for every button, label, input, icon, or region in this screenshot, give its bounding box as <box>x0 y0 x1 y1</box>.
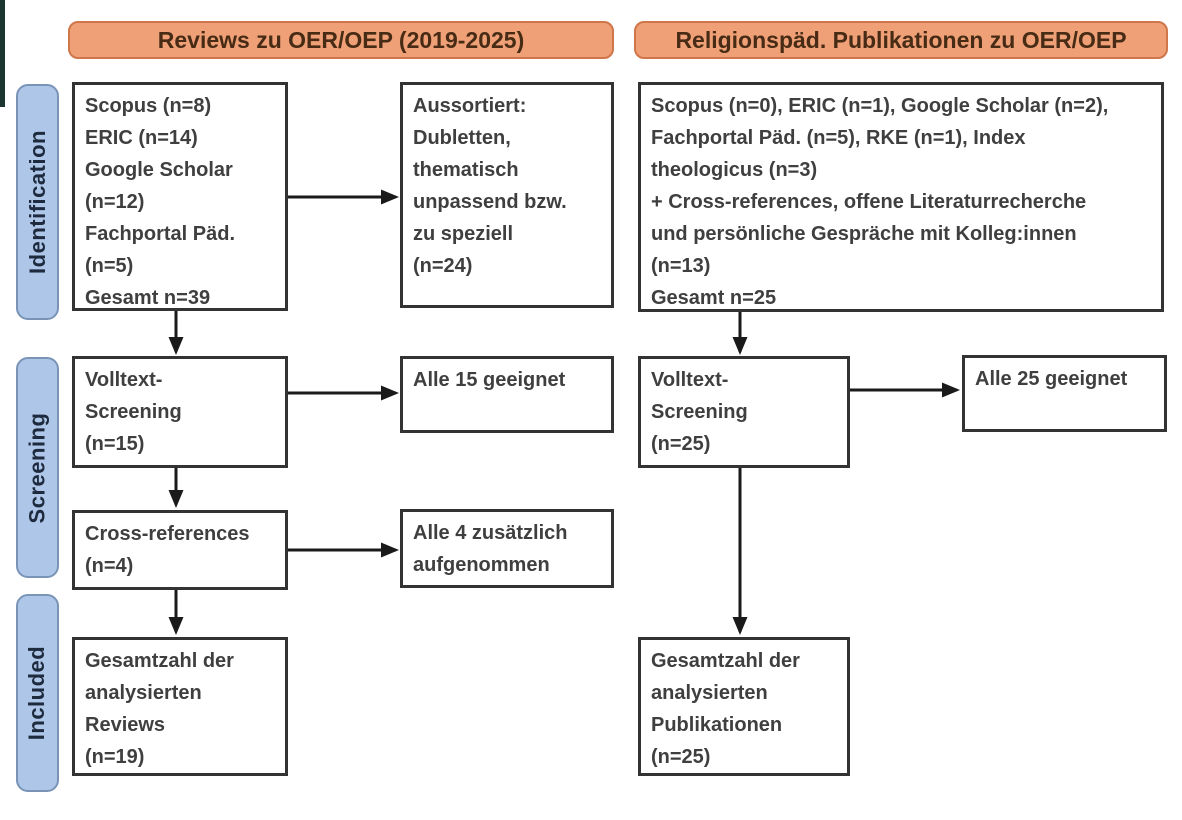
box-left-crossreferences: Cross-references (n=4) <box>72 510 288 590</box>
stage-label-screening: Screening <box>16 357 59 578</box>
box-left-crossreferences-result: Alle 4 zusätzlich aufgenommen <box>400 509 614 588</box>
stage-label-included: Included <box>16 594 59 792</box>
stage-label-included-text: Included <box>24 645 50 741</box>
stage-label-identification: Identification <box>16 84 59 320</box>
scan-edge-artifact <box>0 0 5 107</box>
column-header-religionspaed: Religionspäd. Publikationen zu OER/OEP <box>634 21 1168 59</box>
stage-label-identification-text: Identification <box>24 130 50 274</box>
box-right-sources: Scopus (n=0), ERIC (n=1), Google Scholar… <box>638 82 1164 312</box>
box-right-included-total: Gesamtzahl der analysierten Publikatione… <box>638 637 850 776</box>
box-left-excluded: Aussortiert: Dubletten, thematisch unpas… <box>400 82 614 308</box>
box-left-included-total: Gesamtzahl der analysierten Reviews (n=1… <box>72 637 288 776</box>
box-right-fulltext-result: Alle 25 geeignet <box>962 355 1167 432</box>
box-right-fulltext-screening: Volltext- Screening (n=25) <box>638 356 850 468</box>
box-left-fulltext-screening: Volltext- Screening (n=15) <box>72 356 288 468</box>
box-left-fulltext-result: Alle 15 geeignet <box>400 356 614 433</box>
column-header-reviews: Reviews zu OER/OEP (2019-2025) <box>68 21 614 59</box>
box-left-sources: Scopus (n=8) ERIC (n=14) Google Scholar … <box>72 82 288 311</box>
stage-label-screening-text: Screening <box>24 412 50 523</box>
